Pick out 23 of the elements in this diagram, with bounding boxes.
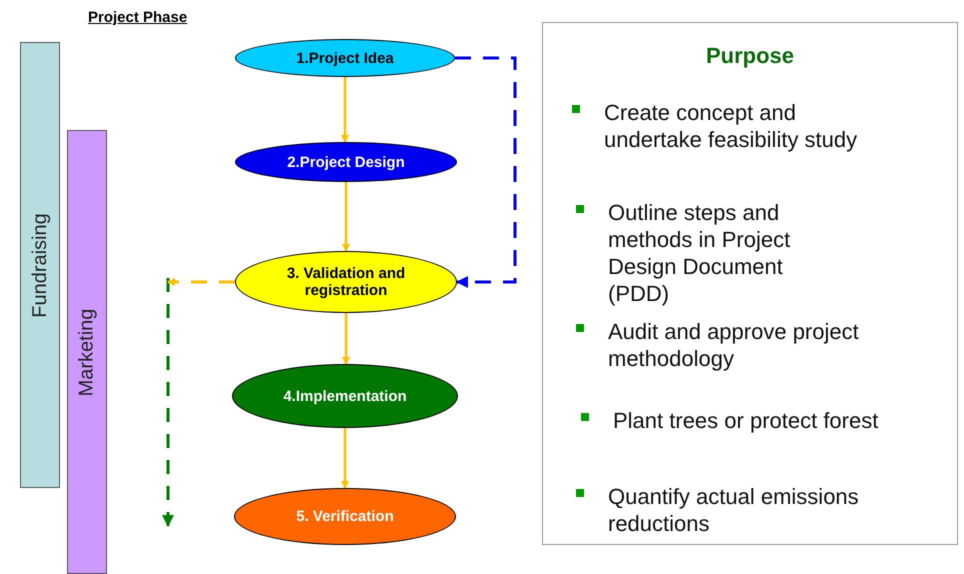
bullet-text: Audit and approve project methodology [608,318,860,372]
dashed-arrow [455,56,516,288]
arrow [341,428,349,489]
diagram-title: Project Phase [88,9,188,26]
arrow [341,77,349,143]
phase-label: 3. Validation and registration [286,265,406,299]
phase-label: 5. Verification [296,508,394,525]
panel-heading: Purpose [704,43,796,69]
dashed-arrow [167,278,235,286]
purpose-panel [542,22,958,545]
activity-bar [20,42,60,488]
phase-label: 4.Implementation [283,388,407,404]
phase-label: 1.Project Idea [296,50,394,66]
bullet-text: Outline steps and methods in Project Design Document (PDD) [608,199,792,307]
bullet-text: Plant trees or protect forest [613,407,880,434]
bullet-text: Quantify actual emissions reductions [608,483,860,537]
arrow [342,313,350,365]
activity-bar [67,130,107,574]
bar-label: Marketing [76,308,98,396]
bullet-text: Create concept and undertake feasibility study [604,99,858,153]
bar-label: Fundraising [28,212,52,318]
phase-label: 2.Project Design [287,154,405,170]
arrow [342,182,350,252]
